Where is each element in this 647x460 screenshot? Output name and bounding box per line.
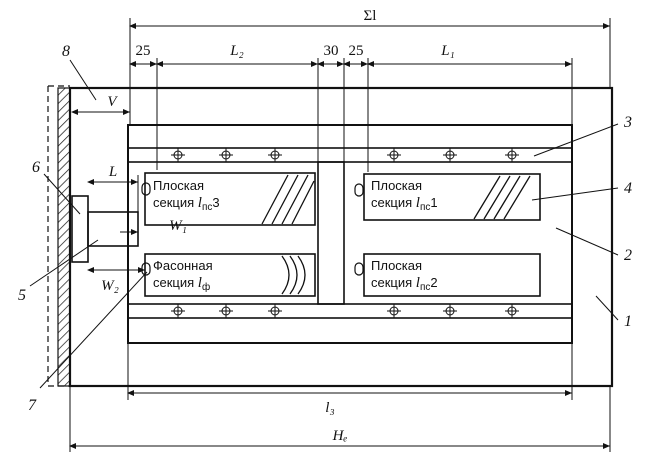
callout-6-leader — [43, 173, 81, 215]
inner-frame — [127, 124, 573, 344]
bottom-rail — [127, 303, 573, 319]
flat-section-3-block — [144, 172, 316, 226]
mounting-wall-hatched — [57, 87, 71, 387]
gap-25-left-label: 25 — [136, 43, 151, 59]
callout-3: 3 — [623, 114, 632, 131]
outer-housing — [68, 86, 614, 388]
total-dim-label: Σl — [364, 8, 377, 24]
flat2-line2: секция lпс2 — [371, 275, 438, 293]
rail-fasteners — [171, 148, 519, 318]
flat1-line1: Плоская — [371, 178, 422, 193]
punch-block — [87, 211, 139, 247]
callout-1-leader — [595, 295, 619, 321]
callout-8-leader — [69, 59, 97, 101]
shaped-line1: Фасонная — [153, 258, 213, 273]
shaped-line2: секция lф — [153, 275, 210, 293]
flat3-line2: секция lпс3 — [153, 195, 220, 213]
gap-30-label: 30 — [324, 43, 339, 59]
l1-label: L₁ — [440, 43, 455, 59]
callout-7: 7 — [28, 397, 37, 414]
l3-label: l₃ — [325, 400, 334, 416]
callout-5-leader — [29, 239, 99, 287]
gap-25-right-label: 25 — [349, 43, 364, 59]
callout-6: 6 — [32, 159, 40, 176]
flat2-line1: Плоская — [371, 258, 422, 273]
center-divider — [317, 161, 345, 305]
flat3-line1: Плоская — [153, 178, 204, 193]
w2-label: W₂ — [101, 278, 119, 294]
l2-label: L₂ — [229, 43, 244, 59]
callout-1: 1 — [624, 313, 632, 330]
callout-8: 8 — [62, 43, 70, 60]
callout-5: 5 — [18, 287, 26, 304]
callout-4-leader — [531, 187, 619, 201]
flat-section-2-block — [363, 253, 541, 297]
callout-4: 4 — [624, 180, 632, 197]
flat-section-1-block — [363, 173, 541, 221]
callout-3-leader — [533, 123, 619, 157]
callout-7-leader — [39, 271, 148, 389]
flat1-line2: секция lпс1 — [371, 195, 438, 213]
l-label: L — [108, 164, 117, 180]
callout-2: 2 — [624, 247, 632, 264]
he-label: Hₑ — [332, 428, 348, 444]
top-rail — [127, 147, 573, 163]
v-label: V — [107, 94, 118, 110]
callout-2-leader — [555, 227, 619, 256]
section-diagonal-marks — [261, 174, 531, 295]
w1-label: W₁ — [169, 218, 187, 234]
